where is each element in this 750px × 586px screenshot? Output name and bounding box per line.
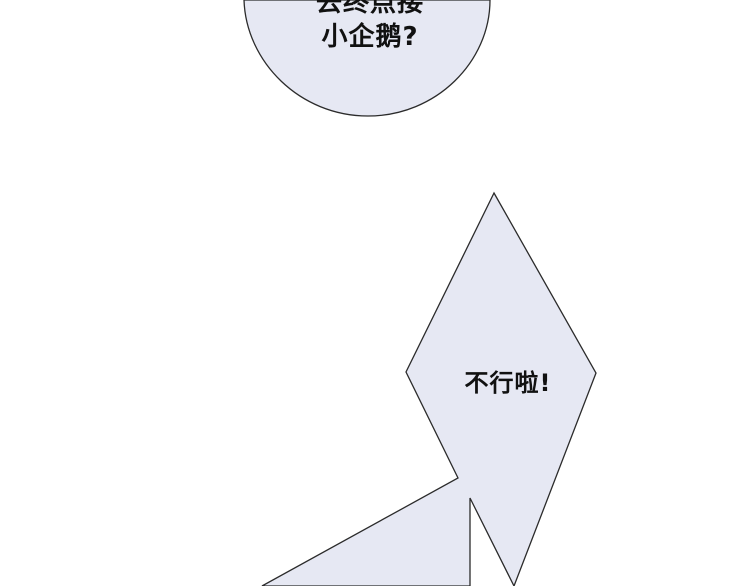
speech-text-middle: 不行啦! <box>464 369 552 397</box>
speech-line-2: 小企鹅? <box>321 22 419 52</box>
speech-bubble-top <box>243 0 491 117</box>
speech-text-top: 去终点接 小企鹅? <box>290 0 450 54</box>
speech-bubble-middle <box>261 191 597 586</box>
speech-line-1: 去终点接 <box>315 0 424 18</box>
